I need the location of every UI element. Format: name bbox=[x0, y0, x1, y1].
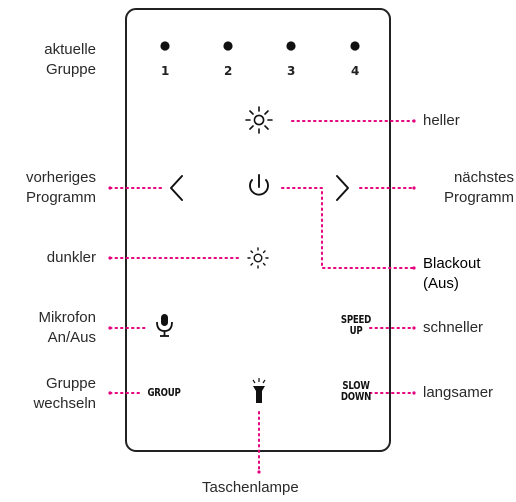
power-icon[interactable] bbox=[249, 174, 269, 196]
label-faster: schneller bbox=[423, 319, 484, 336]
leader-blackout bbox=[281, 187, 415, 269]
group-number-2: 2 bbox=[224, 64, 233, 78]
leader-lines bbox=[109, 120, 415, 473]
group-led-3 bbox=[286, 41, 296, 51]
brightness-up-icon[interactable] bbox=[245, 106, 273, 134]
slow-down-button[interactable]: SLOW DOWN bbox=[340, 380, 372, 403]
leader-endpoints bbox=[108, 119, 416, 474]
group-number-4: 4 bbox=[351, 64, 360, 78]
chevron-right-icon[interactable] bbox=[336, 175, 349, 201]
label-current-group: aktuelle Gruppe bbox=[44, 41, 96, 78]
microphone-icon[interactable] bbox=[156, 314, 173, 337]
label-next-program: nächstes Programm bbox=[443, 169, 514, 206]
group-led-1 bbox=[160, 41, 170, 51]
label-previous-program: vorheriges Programm bbox=[25, 169, 96, 206]
group-number-1: 1 bbox=[161, 64, 170, 78]
label-brighter: heller bbox=[423, 112, 460, 129]
group-led-2 bbox=[223, 41, 233, 51]
label-change-group: Gruppe wechseln bbox=[33, 375, 96, 412]
group-button[interactable]: GROUP bbox=[147, 387, 181, 399]
speed-up-button[interactable]: SPEED UP bbox=[340, 314, 372, 337]
label-slower: langsamer bbox=[423, 384, 494, 401]
chevron-left-icon[interactable] bbox=[170, 175, 183, 201]
label-microphone: Mikrofon An/Aus bbox=[38, 309, 96, 346]
label-darker: dunkler bbox=[46, 249, 96, 266]
flashlight-icon[interactable] bbox=[252, 378, 266, 403]
group-led-4 bbox=[350, 41, 360, 51]
group-number-3: 3 bbox=[287, 64, 296, 78]
label-blackout: Blackout (Aus) bbox=[423, 255, 481, 292]
brightness-down-icon[interactable] bbox=[247, 247, 269, 269]
label-flashlight: Taschenlampe bbox=[202, 479, 299, 496]
